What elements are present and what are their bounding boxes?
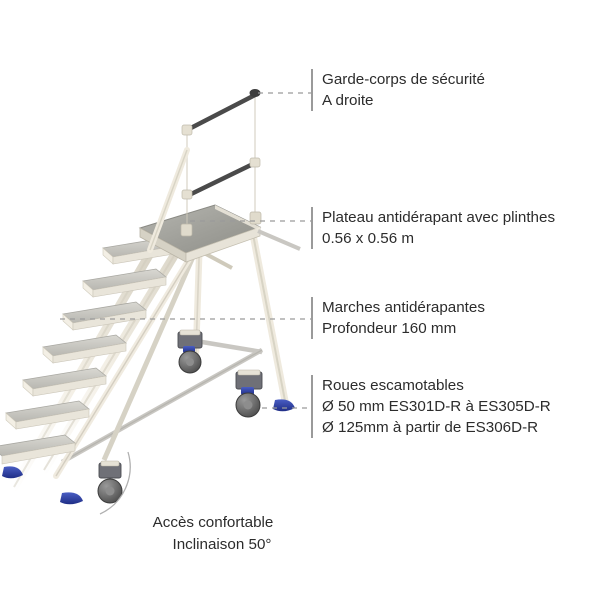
retractable-wheel-rear <box>177 329 203 374</box>
callout-wheels-line-3: Ø 125mm à partir de ES306D-R <box>322 419 539 436</box>
retractable-wheel-front <box>235 369 263 418</box>
callout-steps-line-1: Marches antidérapantes <box>322 299 485 316</box>
callout-platform-line-2: 0.56 x 0.56 m <box>322 230 415 247</box>
callout-garde-corps: Garde-corps de sécurité A droite <box>311 69 485 111</box>
work-platform <box>138 204 301 263</box>
callout-marches: Marches antidérapantes Profondeur 160 mm <box>311 297 485 339</box>
caption-line-1: Accès confortable <box>152 514 274 531</box>
safety-guardrail <box>147 89 262 253</box>
callout-rule-platform <box>311 207 313 249</box>
callout-guardrail-line-2: A droite <box>322 92 374 109</box>
callout-guardrail-line-1: Garde-corps de sécurité <box>322 71 485 88</box>
callout-rule-wheels <box>311 375 313 438</box>
inclination-arc-indicator <box>99 451 131 515</box>
callout-rule-guardrail <box>311 69 313 111</box>
step-tread <box>22 367 107 397</box>
callout-plateau: Plateau antidérapant avec plinthes 0.56 … <box>311 207 555 249</box>
callout-rule-steps <box>311 297 313 339</box>
leader-lines <box>60 92 311 409</box>
step-tread <box>82 268 167 298</box>
retractable-wheel-bottom <box>97 460 123 504</box>
callout-steps-line-2: Profondeur 160 mm <box>322 320 457 337</box>
stair-steps <box>0 235 187 465</box>
caption-line-2: Inclinaison 50° <box>172 536 272 553</box>
step-tread <box>5 400 90 430</box>
callout-wheels-line-2: Ø 50 mm ES301D-R à ES305D-R <box>322 398 551 415</box>
callout-text-platform: Plateau antidérapant avec plinthes 0.56 … <box>313 207 555 249</box>
callout-text-guardrail: Garde-corps de sécurité A droite <box>313 69 485 111</box>
step-tread <box>0 434 76 465</box>
callout-platform-line-1: Plateau antidérapant avec plinthes <box>322 209 556 226</box>
step-tread <box>62 301 147 331</box>
callout-roues: Roues escamotables Ø 50 mm ES301D-R à ES… <box>311 375 551 438</box>
callout-text-steps: Marches antidérapantes Profondeur 160 mm <box>313 297 485 339</box>
callout-text-wheels: Roues escamotables Ø 50 mm ES301D-R à ES… <box>313 375 551 438</box>
step-tread <box>42 334 127 364</box>
rubber-feet <box>2 399 295 505</box>
caption-acces-confortable: Accès confortable Inclinaison 50° <box>88 512 338 556</box>
callout-wheels-line-1: Roues escamotables <box>322 377 464 394</box>
